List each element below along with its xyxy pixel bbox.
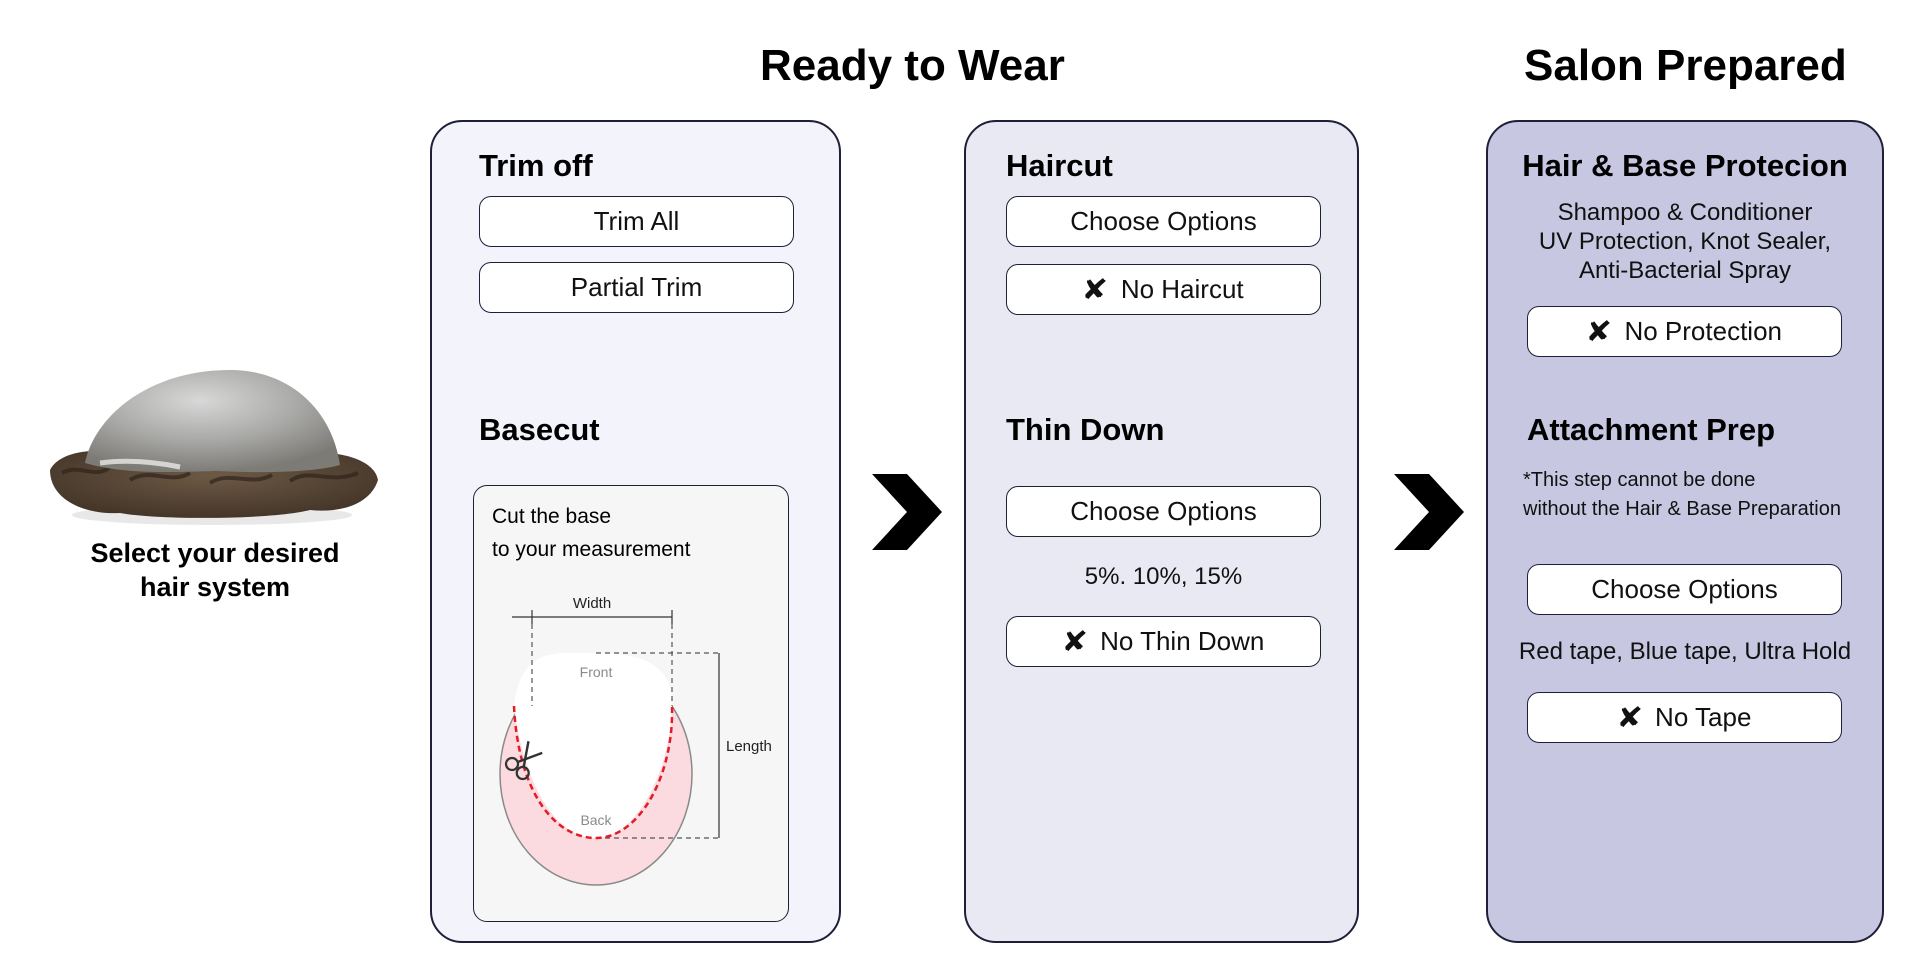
no-tape-label: No Tape	[1655, 702, 1751, 733]
x-icon: ✘	[1585, 315, 1612, 348]
front-label: Front	[580, 664, 613, 680]
hair-system-label: Select your desired hair system	[40, 536, 390, 604]
x-icon: ✘	[1082, 273, 1109, 306]
basecut-title: Basecut	[479, 414, 600, 445]
chevron-right-icon	[872, 474, 942, 550]
salon-prep-panel: Hair & Base Protecion Shampoo & Conditio…	[1486, 120, 1884, 943]
protection-line3: Anti-Bacterial Spray	[1488, 256, 1882, 285]
no-haircut-button[interactable]: ✘ No Haircut	[1006, 264, 1321, 315]
salon-prepared-heading: Salon Prepared	[1524, 44, 1847, 88]
attachment-choose-options-button[interactable]: Choose Options	[1527, 564, 1842, 615]
back-label: Back	[580, 812, 612, 828]
no-tape-button[interactable]: ✘ No Tape	[1527, 692, 1842, 743]
no-protection-button[interactable]: ✘ No Protection	[1527, 306, 1842, 357]
protection-line2: UV Protection, Knot Sealer,	[1488, 227, 1882, 256]
attachment-values: Red tape, Blue tape, Ultra Hold	[1488, 637, 1882, 666]
thin-down-title: Thin Down	[1006, 414, 1164, 445]
no-thin-down-button[interactable]: ✘ No Thin Down	[1006, 616, 1321, 667]
hair-system-label-line2: hair system	[40, 570, 390, 604]
ready-to-wear-heading: Ready to Wear	[760, 44, 1065, 88]
attachment-prep-note: *This step cannot be done without the Ha…	[1523, 466, 1841, 524]
x-icon: ✘	[1616, 701, 1643, 734]
length-label: Length	[726, 738, 772, 755]
chevron-right-icon	[1394, 474, 1464, 550]
hair-system-icon	[40, 355, 390, 530]
protection-line1: Shampoo & Conditioner	[1488, 198, 1882, 227]
attachment-note-line2: without the Hair & Base Preparation	[1523, 495, 1841, 524]
hair-system-label-line1: Select your desired	[40, 536, 390, 570]
trim-off-title: Trim off	[479, 150, 593, 181]
basecut-card[interactable]: Cut the base to your measurement	[473, 485, 789, 922]
haircut-choose-options-button[interactable]: Choose Options	[1006, 196, 1321, 247]
haircut-title: Haircut	[1006, 150, 1113, 181]
haircut-thin-panel: Haircut Choose Options ✘ No Haircut Thin…	[964, 120, 1359, 943]
hair-system-image[interactable]	[40, 355, 390, 530]
trim-all-button[interactable]: Trim All	[479, 196, 794, 247]
hair-base-protection-title: Hair & Base Protecion	[1488, 150, 1882, 181]
attachment-prep-title: Attachment Prep	[1527, 414, 1775, 445]
thin-down-values: 5%. 10%, 15%	[1006, 562, 1321, 591]
trim-basecut-panel: Trim off Trim All Partial Trim Basecut C…	[430, 120, 841, 943]
width-label: Width	[573, 595, 611, 612]
no-thin-down-label: No Thin Down	[1100, 626, 1264, 657]
attachment-note-line1: *This step cannot be done	[1523, 466, 1841, 495]
protection-description: Shampoo & Conditioner UV Protection, Kno…	[1488, 198, 1882, 285]
no-protection-label: No Protection	[1624, 316, 1782, 347]
measurement-diagram: Width Length Front Back	[474, 486, 790, 923]
thin-down-choose-options-button[interactable]: Choose Options	[1006, 486, 1321, 537]
x-icon: ✘	[1061, 625, 1088, 658]
no-haircut-label: No Haircut	[1121, 274, 1244, 305]
partial-trim-button[interactable]: Partial Trim	[479, 262, 794, 313]
